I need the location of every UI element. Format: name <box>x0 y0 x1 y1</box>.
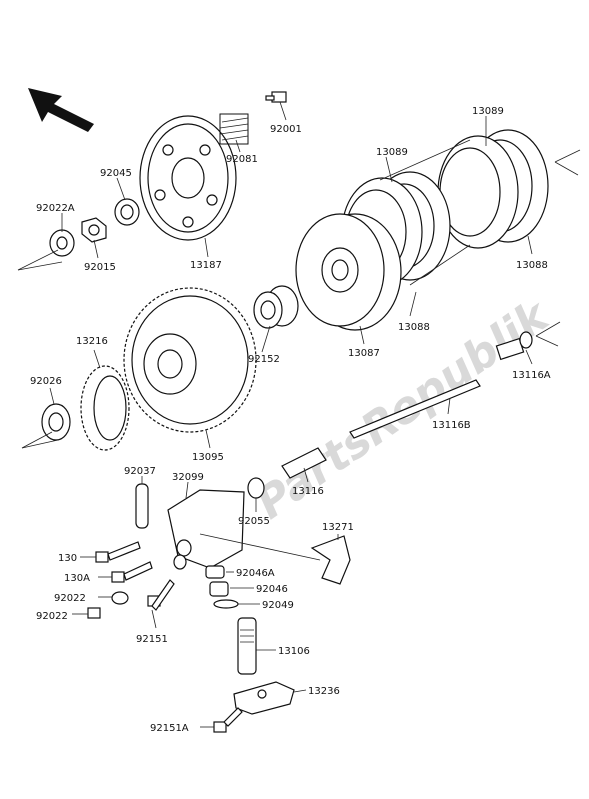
push-rod-13116 <box>281 447 327 479</box>
label-92152: 92152 <box>248 354 280 365</box>
label-92151A: 92151A <box>150 723 189 734</box>
push-rod-13116B <box>349 379 481 439</box>
label-92022A: 92022A <box>36 203 75 214</box>
label-13095: 13095 <box>192 452 224 463</box>
friction-plate-13089-upper <box>437 129 549 249</box>
label-13187: 13187 <box>190 260 222 271</box>
release-shaft-13106 <box>237 617 257 675</box>
bolt-130A <box>111 561 153 583</box>
label-13088-right: 13088 <box>516 260 548 271</box>
release-cover-32099 <box>167 489 245 570</box>
push-rod-13116A <box>495 331 533 361</box>
leader-lines <box>49 101 533 728</box>
screw-92022 <box>87 607 101 619</box>
label-13088-lower: 13088 <box>398 322 430 333</box>
label-13089-upper: 13089 <box>472 106 504 117</box>
label-32099: 32099 <box>172 472 204 483</box>
label-92001: 92001 <box>270 124 302 135</box>
label-13216: 13216 <box>76 336 108 347</box>
label-92026: 92026 <box>30 376 62 387</box>
label-13116A: 13116A <box>512 370 551 381</box>
bolt-92151A <box>213 707 243 733</box>
bolt-92151 <box>147 579 175 611</box>
label-92022-washer: 92022 <box>54 593 86 604</box>
spring-92081 <box>219 113 249 145</box>
bearing-92045 <box>114 198 140 226</box>
bolt-92001 <box>265 91 287 103</box>
label-130: 130 <box>58 553 77 564</box>
label-130A: 130A <box>64 573 90 584</box>
washer-92026 <box>41 403 71 441</box>
o-ring-92055 <box>247 477 265 499</box>
label-92022-screw: 92022 <box>36 611 68 622</box>
label-13236: 13236 <box>308 686 340 697</box>
pressure-plate-13187 <box>139 115 237 241</box>
label-13106: 13106 <box>278 646 310 657</box>
label-92015: 92015 <box>84 262 116 273</box>
pin-92037 <box>135 483 149 529</box>
bushing-92046A <box>205 565 225 579</box>
label-92045: 92045 <box>100 168 132 179</box>
gear-13216 <box>80 365 130 451</box>
label-92046: 92046 <box>256 584 288 595</box>
label-13116B: 13116B <box>432 420 471 431</box>
washer-92022-small <box>111 591 129 605</box>
clutch-housing-13095 <box>123 287 257 433</box>
label-92046A: 92046A <box>236 568 275 579</box>
label-13089-lower: 13089 <box>376 147 408 158</box>
label-13116: 13116 <box>292 486 324 497</box>
label-13087: 13087 <box>348 348 380 359</box>
nut-92015 <box>81 217 107 243</box>
bracket-13271 <box>310 535 351 585</box>
label-13271: 13271 <box>322 522 354 533</box>
collar-92152 <box>253 285 299 329</box>
bushing-92046 <box>209 581 229 597</box>
bolt-130 <box>95 541 141 563</box>
lever-13236 <box>233 681 295 715</box>
label-92081: 92081 <box>226 154 258 165</box>
label-92049: 92049 <box>262 600 294 611</box>
clutch-hub-13087 <box>295 213 402 331</box>
label-92037: 92037 <box>124 466 156 477</box>
label-92055: 92055 <box>238 516 270 527</box>
front-direction-arrow-icon <box>28 88 94 132</box>
o-ring-92049 <box>213 599 239 609</box>
label-92151: 92151 <box>136 634 168 645</box>
